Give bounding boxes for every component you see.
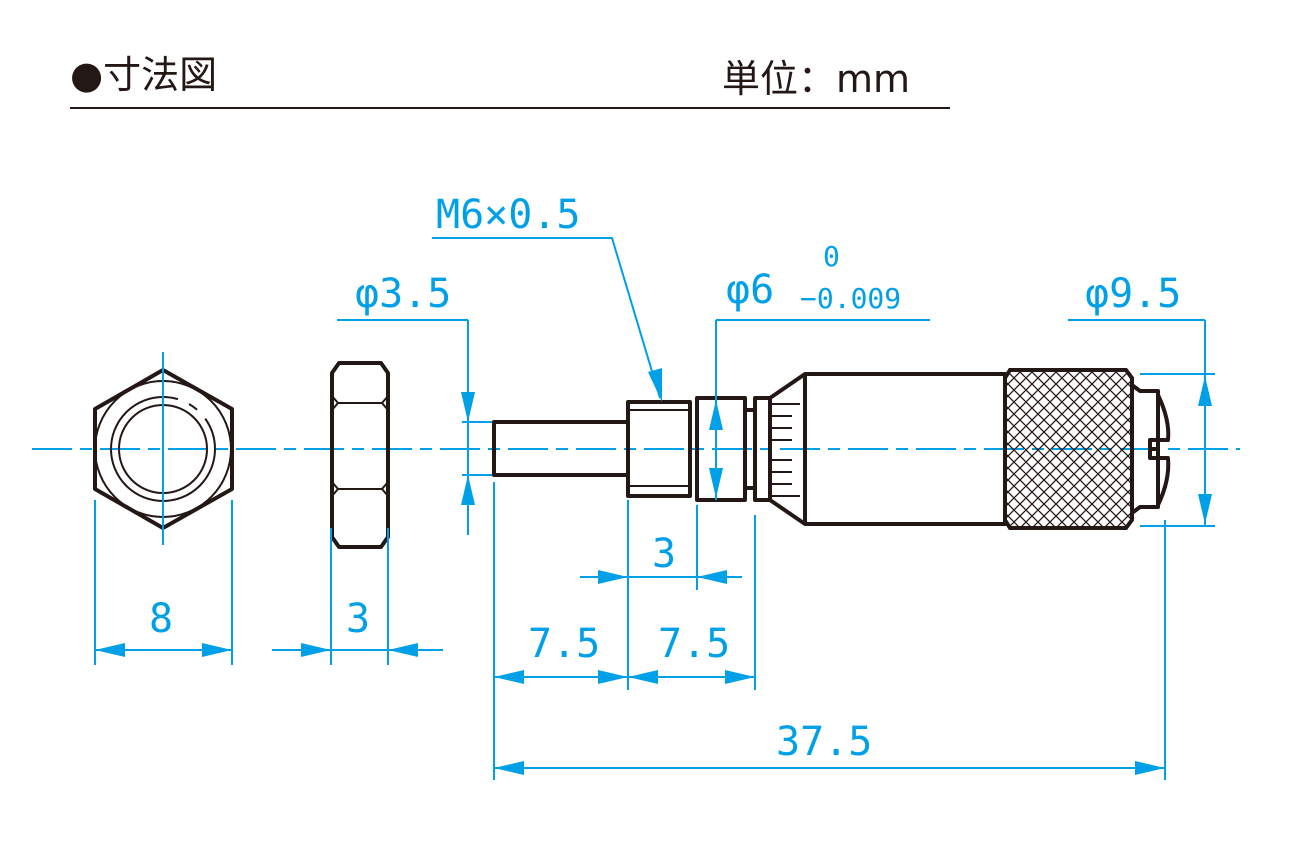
micrometer-head [492,368,1171,530]
svg-text:3: 3 [652,531,676,577]
svg-text:−0.009: −0.009 [800,282,901,315]
dim-hex-width: 8 [94,500,233,665]
svg-text:φ6: φ6 [726,267,774,313]
svg-text:3: 3 [346,596,370,642]
svg-text:7.5: 7.5 [528,621,600,667]
hex-nut-front-view [93,352,234,545]
section-title: ●寸法図 [70,53,217,97]
svg-text:M6×0.5: M6×0.5 [436,192,581,238]
dim-spindle-diameter: φ3.5 [337,271,492,535]
dim-nut-thickness: 3 [272,528,443,665]
dim-thread-callout: M6×0.5 [432,192,662,402]
svg-text:φ9.5: φ9.5 [1085,271,1181,317]
hex-nut-side-view [330,361,390,549]
dim-sleeve-diameter: φ6 0 −0.009 [709,240,930,500]
svg-text:8: 8 [149,596,173,642]
dim-thread-length: 3 [580,531,742,584]
svg-text:37.5: 37.5 [776,719,872,765]
svg-text:φ3.5: φ3.5 [355,271,451,317]
svg-text:0: 0 [823,240,840,273]
knurled-thimble [1003,368,1134,530]
extension-lines [493,482,1166,780]
dim-thimble-diameter: φ9.5 [1068,271,1215,527]
dim-total-length: 37.5 [494,719,1165,775]
svg-text:7.5: 7.5 [658,621,730,667]
dim-spindle-length: 7.5 [494,621,755,684]
unit-label: 単位：mm [722,57,910,101]
dim-sleeve-length: 7.5 [628,621,755,684]
